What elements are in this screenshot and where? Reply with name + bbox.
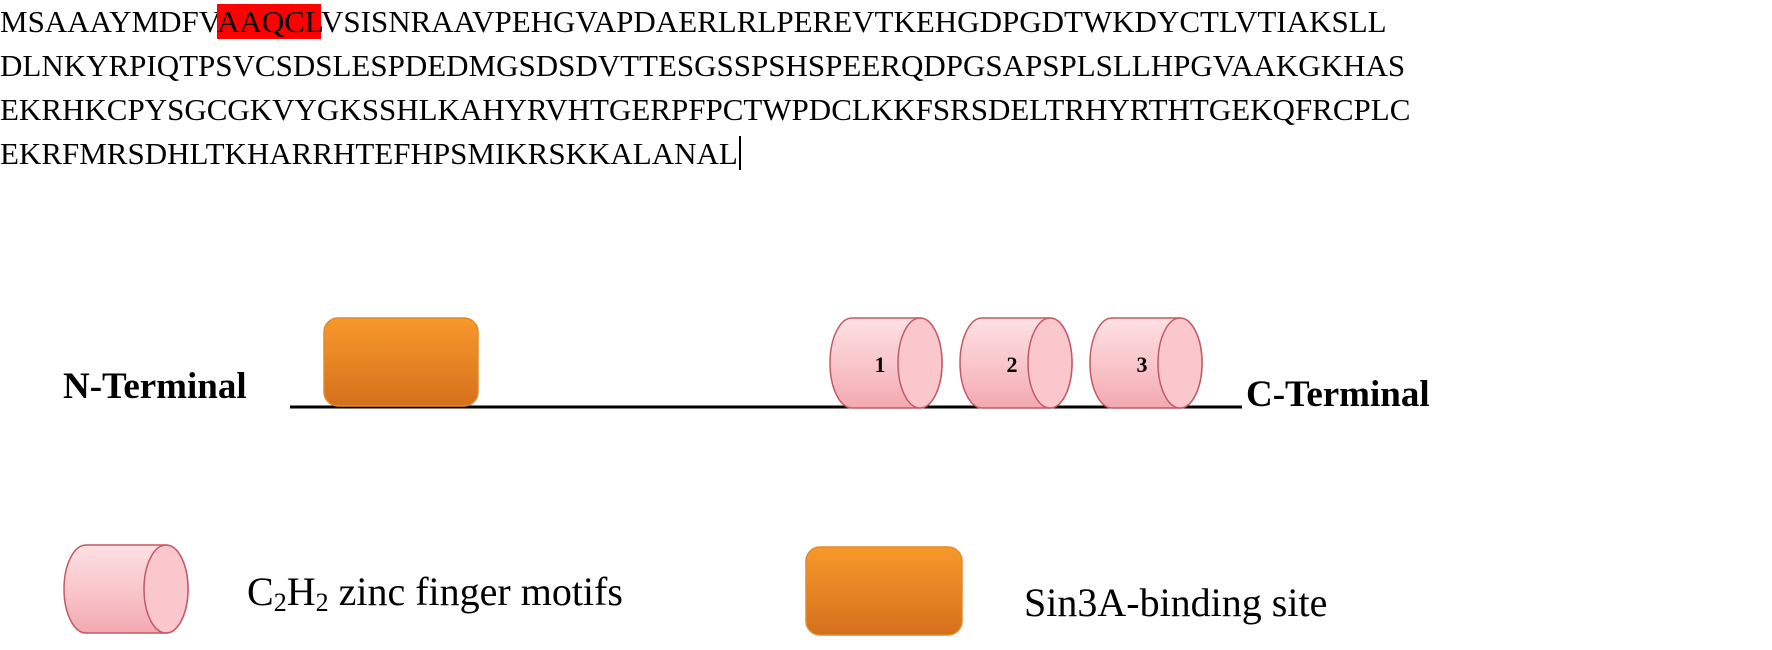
legend-c-subscript: 2 xyxy=(273,588,287,617)
sequence-line-1: MSAAAYMDFVAAQCLVSISNRAAVPEHGVAPDAERLRLPE… xyxy=(0,0,1772,44)
zinc-finger-cylinder-1: 1 xyxy=(829,317,943,409)
c-terminal-label: C-Terminal xyxy=(1246,374,1430,415)
sin3a-binding-motif-highlight: AAQCL xyxy=(217,4,322,39)
legend-sin3a-label: Sin3A-binding site xyxy=(1024,580,1328,625)
sequence-line-3: EKRHKCPYSGCGKVYGKSSHLKAHYRVHTGERPFPCTWPD… xyxy=(0,92,1411,127)
sequence-line-2: DLNKYRPIQTPSVCSDSLESPDEDMGSDSDVTTESGSSPS… xyxy=(0,48,1406,83)
sequence-line-1-start: MSAAAYMDFV xyxy=(0,4,218,39)
legend-rounded-rectangle-icon xyxy=(805,546,963,636)
legend-h-letter: H xyxy=(286,569,316,614)
zinc-finger-cylinder-2: 2 xyxy=(959,317,1073,409)
sequence-line-1-end: VSISNRAAVPEHGVAPDAERLRLPEREVTKEHGDPGDTWK… xyxy=(321,4,1387,39)
n-terminal-label: N-Terminal xyxy=(63,366,247,407)
zinc-finger-number-1: 1 xyxy=(875,352,886,377)
zinc-finger-cylinder-3: 3 xyxy=(1089,317,1203,409)
legend-zinc-finger-label: C2H2 zinc finger motifs xyxy=(247,569,623,616)
zinc-finger-number-2: 2 xyxy=(1007,352,1018,377)
sequence-line-4: EKRFMRSDHLTKHARRHTEFHPSMIKRSKKALANAL xyxy=(0,132,1772,176)
legend-c-letter: C xyxy=(247,569,274,614)
legend-zinc-finger-text: zinc finger motifs xyxy=(328,569,623,614)
sequence-line-4-text: EKRFMRSDHLTKHARRHTEFHPSMIKRSKKALANAL xyxy=(0,136,738,171)
sin3a-binding-site-block xyxy=(323,317,479,407)
legend-h-subscript: 2 xyxy=(315,588,329,617)
protein-sequence: MSAAAYMDFVAAQCLVSISNRAAVPEHGVAPDAERLRLPE… xyxy=(0,0,1772,176)
zinc-finger-number-3: 3 xyxy=(1137,352,1148,377)
legend-cylinder-icon xyxy=(63,544,189,634)
text-cursor xyxy=(738,136,741,170)
